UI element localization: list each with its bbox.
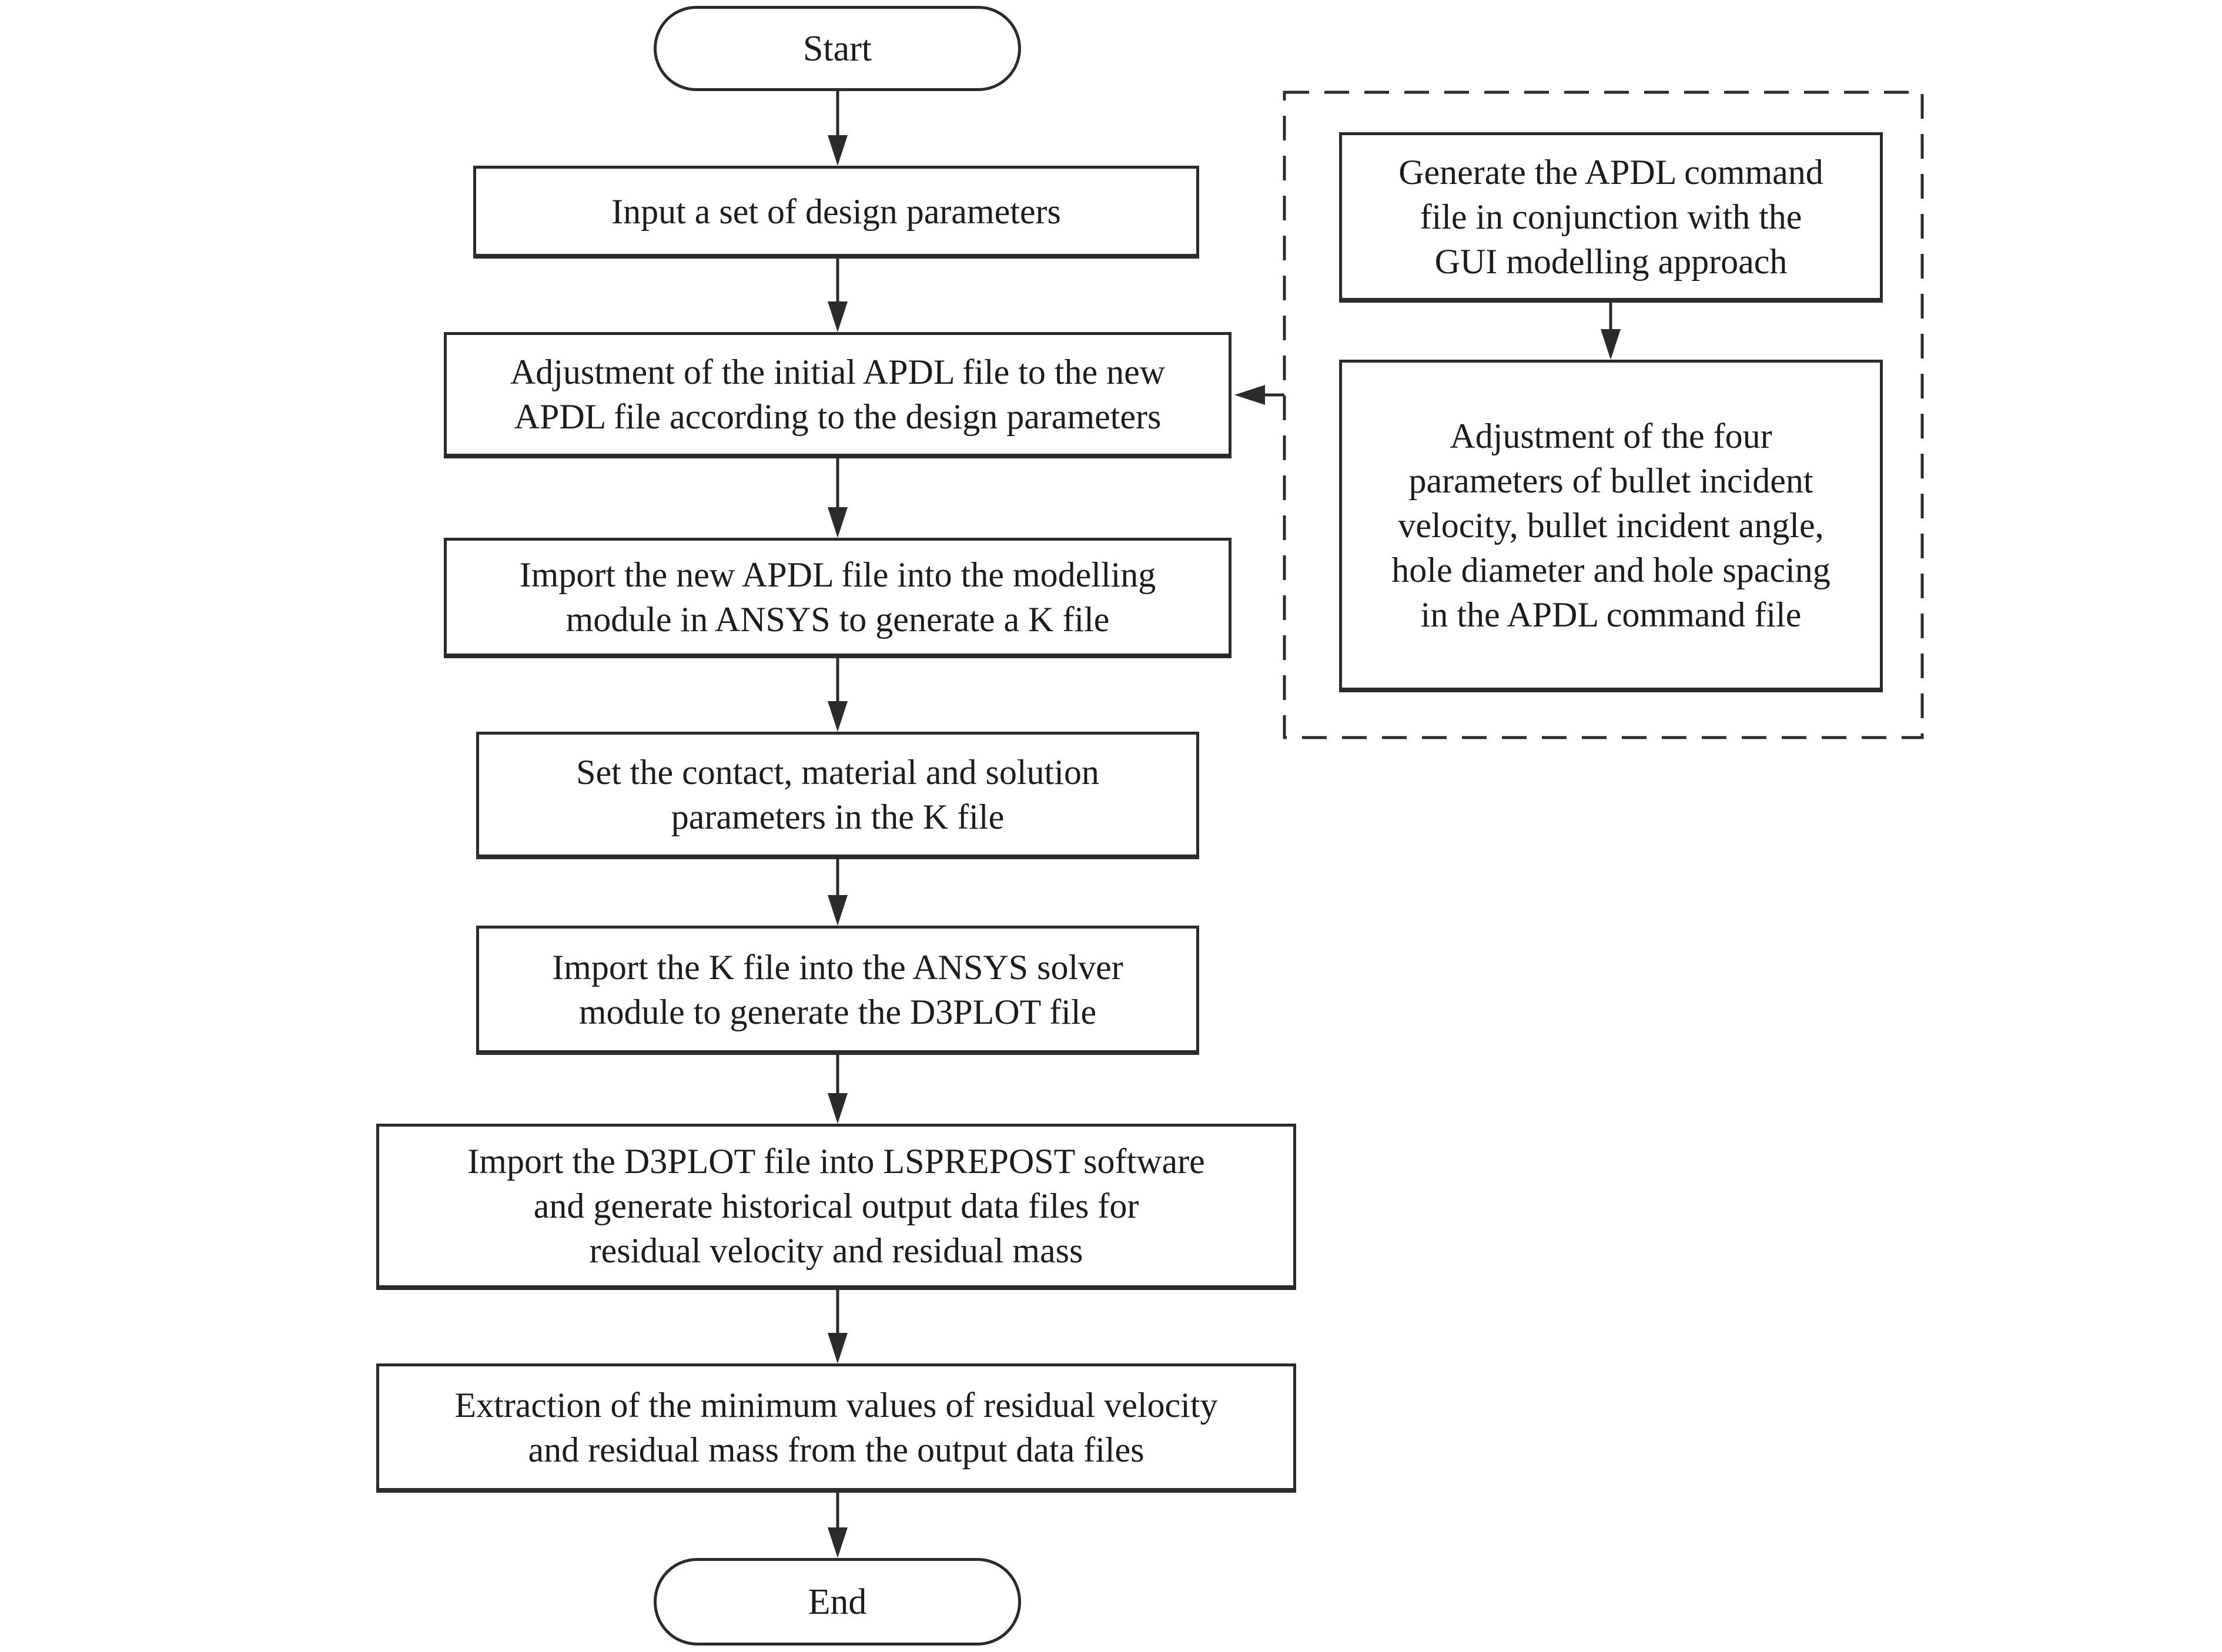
flow-node-adjust-four: Adjustment of the four parameters of bul…	[1339, 360, 1883, 692]
flow-node-input-params-label: Input a set of design parameters	[611, 192, 1061, 231]
flow-node-import-d3plot: Import the D3PLOT file into LSPREPOST so…	[376, 1124, 1296, 1290]
connector-adjust-apdl-to-import-apdl	[828, 458, 848, 538]
flow-node-end: End	[654, 1558, 1021, 1646]
connector-import-d3plot-to-extract-min	[828, 1290, 848, 1363]
connector-set-params-to-import-k	[828, 859, 848, 926]
flow-node-extract-min-label: Extraction of the minimum values of resi…	[454, 1385, 1218, 1469]
flow-node-adjust-apdl-label: Adjustment of the initial APDL file to t…	[510, 353, 1166, 436]
flow-node-extract-min: Extraction of the minimum values of resi…	[376, 1363, 1296, 1493]
flow-node-import-k: Import the K file into the ANSYS solver …	[476, 926, 1199, 1055]
flow-node-generate-apdl: Generate the APDL command file in conjun…	[1339, 132, 1883, 303]
flow-node-set-params-label: Set the contact, material and solution p…	[576, 753, 1099, 836]
flow-node-adjust-four-label: Adjustment of the four parameters of bul…	[1391, 416, 1831, 634]
connector-extract-min-to-end	[828, 1493, 848, 1558]
flow-node-import-apdl: Import the new APDL file into the modell…	[444, 538, 1232, 658]
apdl-generation-dashed-group-border	[1283, 91, 1924, 739]
connector-start-to-input	[828, 91, 848, 166]
flow-node-import-apdl-label: Import the new APDL file into the modell…	[519, 555, 1156, 639]
flow-node-import-k-label: Import the K file into the ANSYS solver …	[552, 947, 1123, 1031]
connector-generate-apdl-to-adjust-four	[1601, 303, 1621, 360]
flow-node-start: Start	[654, 6, 1021, 91]
flow-node-generate-apdl-label: Generate the APDL command file in conjun…	[1398, 152, 1823, 281]
connector-import-k-to-import-d3plot	[828, 1055, 848, 1124]
flow-node-set-params: Set the contact, material and solution p…	[476, 732, 1199, 859]
flow-node-end-label: End	[808, 1581, 867, 1622]
connector-input-to-adjust-apdl	[828, 259, 848, 332]
connector-group-to-adjust-apdl	[1234, 385, 1284, 405]
flow-node-input-params: Input a set of design parameters	[473, 166, 1199, 259]
flow-node-start-label: Start	[802, 28, 872, 69]
flow-node-import-d3plot-label: Import the D3PLOT file into LSPREPOST so…	[467, 1142, 1205, 1270]
connector-import-apdl-to-set-params	[828, 658, 848, 732]
flow-node-adjust-apdl: Adjustment of the initial APDL file to t…	[444, 332, 1232, 458]
